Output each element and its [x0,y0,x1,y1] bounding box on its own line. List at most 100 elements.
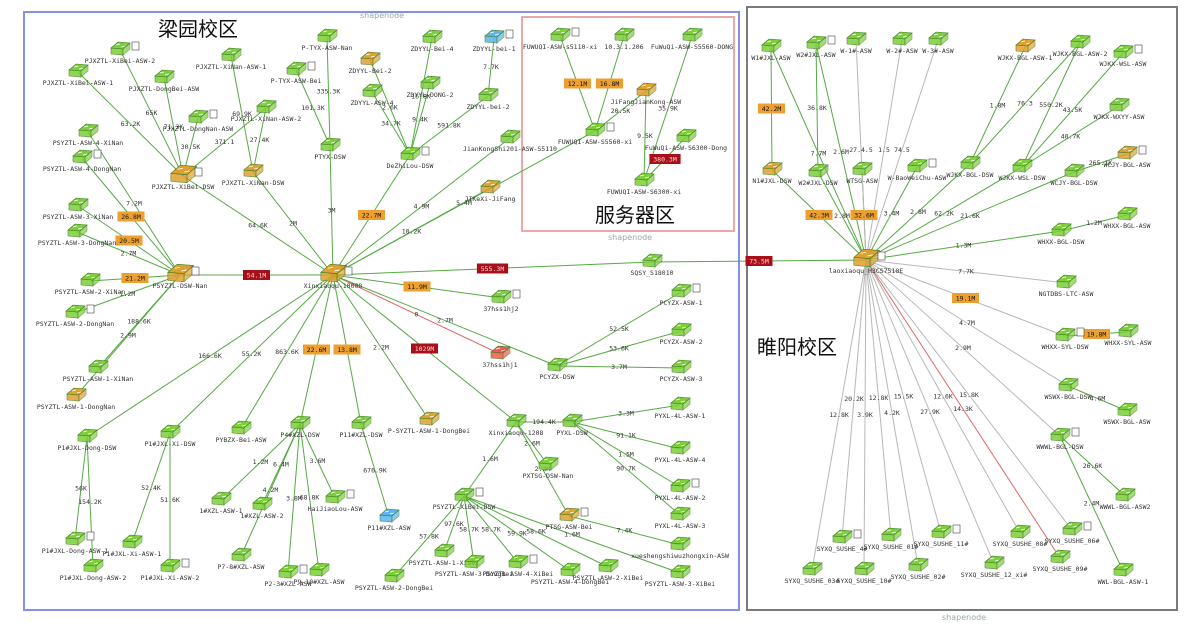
link-n7-n4[interactable] [230,55,254,173]
link-laoxiaoqu-n79[interactable] [817,171,867,261]
link-n10-n8[interactable] [326,36,331,147]
device-n7[interactable]: PJXZTL-XiNan-DSW [222,163,285,187]
device-n78[interactable]: N1#JXL-DSW [752,161,792,185]
device-n4[interactable]: PJXZTL-XiNan-ASW-1 [196,47,267,71]
device-n48[interactable]: PSYZTL-ASW-3-DongBei [435,554,513,578]
device-n72[interactable]: JiFangJianKong-ASW [611,82,682,106]
link-xinxiaoqu-n31[interactable] [169,274,334,434]
link-laoxiaoqu-n86[interactable] [865,166,1023,261]
link-psyztl-n27[interactable] [75,274,181,397]
device-n89[interactable]: WCJY-BGL-ASW [1104,145,1151,169]
device-n94[interactable]: WHXX-SYL-ASW [1105,323,1152,347]
link-laoxiaoqu-n101[interactable] [841,259,867,539]
device-n26[interactable]: PSYZTL-ASW-1-XiNan [63,359,134,383]
device-n88[interactable]: WCJY-BGL-DSW [1051,163,1098,187]
device-n106[interactable]: SYXQ_SUSHE_12_xi# [961,555,1028,579]
device-n103[interactable]: SYXQ_SUSHE_01# [864,527,919,551]
device-n1[interactable]: PJXZTL-XiBei-ASW-2 [85,41,156,65]
device-n58[interactable]: PYXL-DSW [556,413,588,437]
device-n12[interactable]: ZDYYL-Bei-2 [348,51,392,75]
link-n58-n62[interactable] [571,421,681,516]
device-n91[interactable]: WHXX-BGL-ASW [1104,206,1151,230]
link-psyztl-n20[interactable] [87,131,181,276]
device-n95[interactable]: WSWX-BGL-DSW [1045,377,1092,401]
link-n38-n41[interactable] [299,423,336,499]
device-n90[interactable]: WHXX-BGL-DSW [1038,222,1085,246]
link-xinxiaoqu-pjxztl[interactable] [182,175,334,276]
link-n38-n40[interactable] [261,423,301,506]
link-laoxiaoqu-n107[interactable] [865,259,1021,534]
device-n101[interactable]: SYXQ_SUSHE_4# [817,529,868,553]
device-n43[interactable]: P11#XZL-ASW [367,508,411,532]
link-n64-n65[interactable] [556,291,682,367]
device-n49[interactable]: PSYZTL-ASW-4-XiBei [483,554,554,578]
link-n86-n87[interactable] [1021,105,1120,168]
device-n82[interactable]: WJKX-BGL-DSW [947,155,994,179]
link-laoxiaoqu-n97[interactable] [865,259,1061,437]
device-n30[interactable]: P1#JXL-Dong-ASW-2 [60,558,127,582]
device-n57[interactable]: PTSG-ASW-Bei [546,507,593,531]
link-n55-n56[interactable] [515,421,549,466]
link-xinxiaoqu-n64[interactable] [332,274,558,367]
link-laoxiaoqu-n90[interactable] [865,230,1062,261]
device-n27[interactable]: PSYZTL-ASW-1-DongNan [37,387,115,411]
link-n10-n9[interactable] [295,69,331,147]
device-n18[interactable]: JianKongShi201-ASW-S5110 [463,129,557,153]
device-n66[interactable]: PCYZX-ASW-2 [659,322,703,346]
device-n112[interactable]: W-3#-ASW [922,31,954,55]
link-laoxiaoqu-n112[interactable] [865,39,939,261]
link-n58-n60[interactable] [571,421,681,450]
device-n42[interactable]: P11#XZL-DSW [339,415,383,439]
link-n86-n85[interactable] [1021,52,1124,168]
device-n20[interactable]: PSYZTL-ASW-4-XiNan [53,123,124,147]
device-n10[interactable]: PTYX-DSW [314,137,346,161]
device-n31[interactable]: P1#JXL-Xi-DSW [145,424,196,448]
link-n28-n29[interactable] [74,436,88,541]
device-xinxiaoqu[interactable]: Xinxiaoqu-10008 [304,263,363,290]
device-n29[interactable]: P1#JXL-Dong-ASW-1 [42,531,109,555]
link-n13-n16[interactable] [409,95,489,156]
link-laoxiaoqu-n110[interactable] [855,39,867,261]
device-psyztl[interactable]: PSYZTL-DSW-Nan [153,263,208,290]
device-n73[interactable]: FUWUQI-ASW-S5560-xi [558,122,632,146]
device-n96[interactable]: WSWX-BGL-ASW [1104,402,1151,426]
link-n13-n11[interactable] [371,91,411,156]
device-n35[interactable]: 1#XZL-ASW-1 [199,491,243,515]
link-n16-n17[interactable] [487,37,495,97]
device-n109[interactable]: SYXQ_SUSHE_06# [1045,521,1100,545]
device-n71[interactable]: FuWuQi-ASW-S5560-DONG [651,27,733,51]
device-n23[interactable]: PSYZTL-ASW-3-DongNan [38,223,116,247]
device-pjxztl[interactable]: PJXZTL-XiBei-DSW [152,164,215,191]
link-xinxiaoqu-n18[interactable] [332,137,511,276]
device-n46[interactable]: PSYZTL-ASW-2-DongBei [355,568,433,592]
device-n32[interactable]: P1#JXL-Xi-ASW-1 [103,534,162,558]
link-laoxiaoqu-n95[interactable] [865,259,1069,387]
device-n33[interactable]: P1#JXL-Xi-ASW-2 [141,558,200,582]
device-n9[interactable]: P-TYX-ASW-Bei [271,61,322,85]
device-n15[interactable]: ZDYYL-DONG-2 [407,75,454,99]
device-n11[interactable]: ZDYYL-ASW-4 [350,83,394,107]
device-n37[interactable]: P2-3#XZL-ASW [265,564,312,588]
link-laoxiaoqu-n111[interactable] [865,39,903,261]
device-n62[interactable]: PYXL-4L-ASW-3 [655,506,706,530]
device-n76[interactable]: W1#JXL-ASW [751,38,791,62]
device-n52[interactable]: PSYZTL-ASW-3-XiBei [645,564,716,588]
device-n63[interactable]: xueshengshiwuzhongxin-ASW [631,536,729,560]
device-n28[interactable]: P1#JXL-Dong-DSW [58,428,117,452]
link-n13-n15[interactable] [409,83,431,156]
link-n97-n98[interactable] [1059,435,1126,497]
link-n7-n6[interactable] [252,107,267,173]
device-n44[interactable]: P-SYZTL-ASW-1-DongBei [388,411,470,435]
link-n45-n52[interactable] [463,495,681,574]
device-n69[interactable]: FUWUQI-ASW-s5110-xi [523,27,597,51]
device-n83[interactable]: WJKX-BGL-ASW-1 [998,38,1053,62]
link-n75-n72[interactable] [643,90,647,182]
device-n14[interactable]: ZDYYL-Bei-4 [410,29,454,53]
link-laoxiaoqu-n104[interactable] [865,259,919,567]
device-n80[interactable]: WTSG-ASW [846,161,878,185]
device-n104[interactable]: SYXQ_SUSHE_02# [891,557,946,581]
link-xinxiaoqu-n10[interactable] [329,145,334,276]
link-n82-n83[interactable] [969,46,1026,165]
device-n53[interactable]: 37hss1hj2 [483,289,521,313]
link-laoxiaoqu-n82[interactable] [865,163,971,261]
